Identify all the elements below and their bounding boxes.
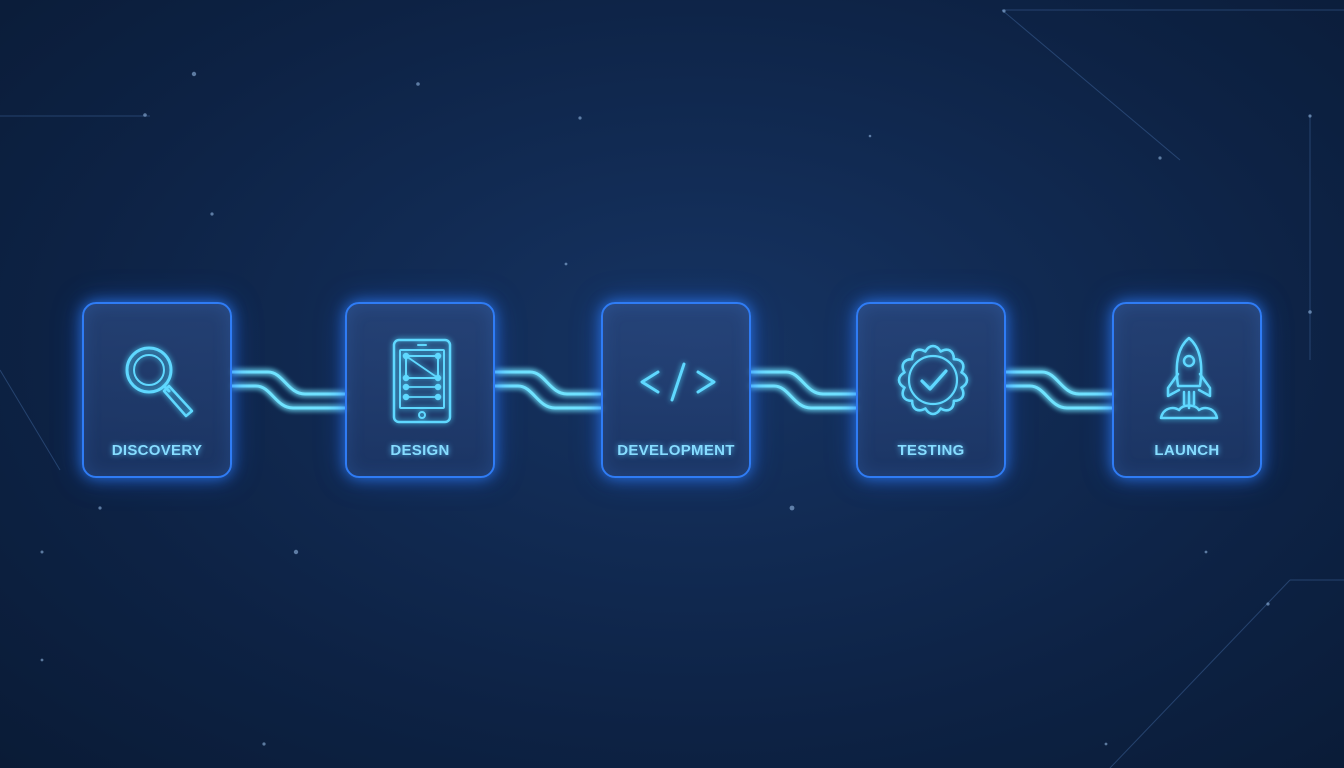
connector-development-testing <box>750 370 857 410</box>
star-dot <box>1104 742 1108 746</box>
stage-label: DISCOVERY <box>111 442 203 459</box>
rocket-icon <box>1149 334 1229 424</box>
stage-design[interactable]: DESIGN <box>345 302 495 478</box>
star-dot <box>1308 114 1312 118</box>
code-brackets-icon <box>638 334 718 424</box>
star-dot <box>1002 9 1006 13</box>
stage-label: LAUNCH <box>1154 442 1220 459</box>
connector-design-development <box>495 370 602 410</box>
star-dot <box>868 134 872 138</box>
star-dot <box>262 742 266 746</box>
connector-discovery-design <box>232 370 346 410</box>
star-dot <box>1308 310 1312 314</box>
star-dot <box>40 658 44 662</box>
star-dot <box>416 82 420 86</box>
star-dot <box>789 505 795 511</box>
star-dot <box>40 550 44 554</box>
star-dot <box>1204 550 1208 554</box>
stage-launch[interactable]: LAUNCH <box>1112 302 1262 478</box>
star-dot <box>210 212 214 216</box>
star-dot <box>1158 156 1162 160</box>
connector-testing-launch <box>1006 370 1113 410</box>
stage-label: TESTING <box>897 442 965 459</box>
star-dot <box>191 71 197 77</box>
star-dot <box>98 506 102 510</box>
star-dot <box>564 262 568 266</box>
frame-line <box>0 369 61 471</box>
badge-check-icon <box>893 334 973 424</box>
frame-line <box>1109 579 1291 768</box>
star-dot <box>578 116 582 120</box>
frame-line <box>1001 9 1181 161</box>
star-dot <box>293 549 299 555</box>
stage-discovery[interactable]: DISCOVERY <box>82 302 232 478</box>
star-dot <box>143 113 147 117</box>
stage-label: DESIGN <box>390 442 450 459</box>
stage-label: DEVELOPMENT <box>617 442 735 459</box>
stage-testing[interactable]: TESTING <box>856 302 1006 478</box>
stage-development[interactable]: DEVELOPMENT <box>601 302 751 478</box>
tablet-wireframe-icon <box>382 334 462 424</box>
star-dot <box>1266 602 1270 606</box>
magnifier-icon <box>119 334 199 424</box>
